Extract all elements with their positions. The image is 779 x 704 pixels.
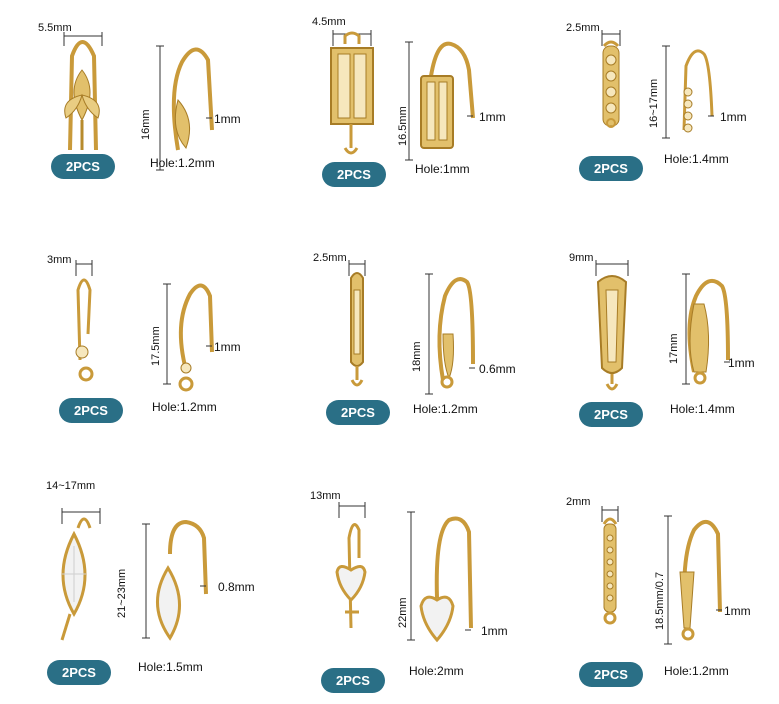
length-label: 16mm	[140, 109, 152, 140]
width-label: 5.5mm	[38, 22, 72, 34]
quantity-badge: 2PCS	[51, 154, 115, 179]
width-label: 2mm	[566, 496, 591, 508]
product-cell-9: 2mm 18.5mm/0.7 1mm Hole:1.2mm 2PCS	[518, 468, 777, 702]
width-label: 14~17mm	[46, 480, 96, 492]
product-cell-4: 3mm 17.5mm 1mm Hole:1.2mm 2PCS	[0, 234, 259, 468]
hole-label: Hole:1.4mm	[664, 152, 729, 166]
product-cell-6: 9mm 17mm 1mm Hole:1.4mm 2PCS	[518, 234, 777, 468]
quantity-badge: 2PCS	[579, 662, 643, 687]
hole-label: Hole:1.5mm	[138, 660, 203, 674]
wire-label: 1mm	[720, 110, 747, 124]
quantity-badge: 2PCS	[579, 402, 643, 427]
quantity-badge: 2PCS	[321, 668, 385, 693]
quantity-badge: 2PCS	[47, 660, 111, 685]
width-label: 2.5mm	[313, 252, 347, 264]
hole-label: Hole:1.2mm	[152, 400, 217, 414]
width-label: 4.5mm	[312, 16, 346, 28]
earring-hook-bar-image	[601, 506, 722, 645]
length-label: 16~17mm	[648, 78, 660, 128]
product-cell-3: 2.5mm 16~17mm 1mm Hole:1.4mm 2PCS	[518, 0, 777, 234]
length-label: 18mm	[411, 341, 423, 372]
wire-label: 1mm	[214, 340, 241, 354]
earring-hook-marquise-image	[60, 508, 208, 641]
quantity-badge: 2PCS	[322, 162, 386, 187]
wire-label: 1mm	[214, 112, 241, 126]
width-label: 13mm	[310, 490, 341, 502]
wire-label: 1mm	[479, 110, 506, 124]
length-label: 22mm	[397, 597, 409, 628]
earring-hook-single-stone-image	[75, 260, 214, 392]
length-label: 17.5mm	[150, 326, 162, 366]
length-label: 17mm	[668, 333, 680, 364]
product-cell-1: 5.5mm 16mm 1mm Hole:1.2mm 2PCS	[0, 0, 259, 234]
earring-hook-heart-image	[335, 502, 473, 643]
earring-hook-double-bar-image	[330, 30, 475, 161]
product-cell-5: 2.5mm 18mm 0.6mm Hole:1.2mm 2PCS	[259, 234, 518, 468]
wire-label: 1mm	[481, 624, 508, 638]
width-label: 3mm	[47, 254, 72, 266]
earring-hook-leaf-image	[63, 32, 214, 171]
earring-hook-pave-image	[595, 260, 730, 391]
wire-label: 1mm	[728, 356, 755, 370]
earring-hook-channel-image	[348, 260, 475, 395]
hole-label: Hole:1.2mm	[150, 156, 215, 170]
product-cell-2: 4.5mm 16.5mm 1mm Hole:1mm 2PCS	[259, 0, 518, 234]
wire-label: 0.6mm	[479, 362, 516, 376]
width-label: 2.5mm	[566, 22, 600, 34]
quantity-badge: 2PCS	[579, 156, 643, 181]
hole-label: Hole:1.4mm	[670, 402, 735, 416]
wire-label: 0.8mm	[218, 580, 255, 594]
hole-label: Hole:1.2mm	[413, 402, 478, 416]
hole-label: Hole:2mm	[409, 664, 464, 678]
wire-label: 1mm	[724, 604, 751, 618]
quantity-badge: 2PCS	[326, 400, 390, 425]
hole-label: Hole:1.2mm	[664, 664, 729, 678]
product-cell-8: 13mm 22mm 1mm Hole:2mm 2PCS	[259, 468, 518, 702]
quantity-badge: 2PCS	[59, 398, 123, 423]
length-label: 18.5mm/0.7	[654, 571, 666, 630]
width-label: 9mm	[569, 252, 594, 264]
length-label: 21~23mm	[116, 568, 128, 618]
length-label: 16.5mm	[397, 106, 409, 146]
earring-hook-dots-image	[601, 30, 714, 139]
product-cell-7: 14~17mm 21~23mm 0.8mm Hole:1.5mm 2PCS	[0, 468, 259, 702]
hole-label: Hole:1mm	[415, 162, 470, 176]
